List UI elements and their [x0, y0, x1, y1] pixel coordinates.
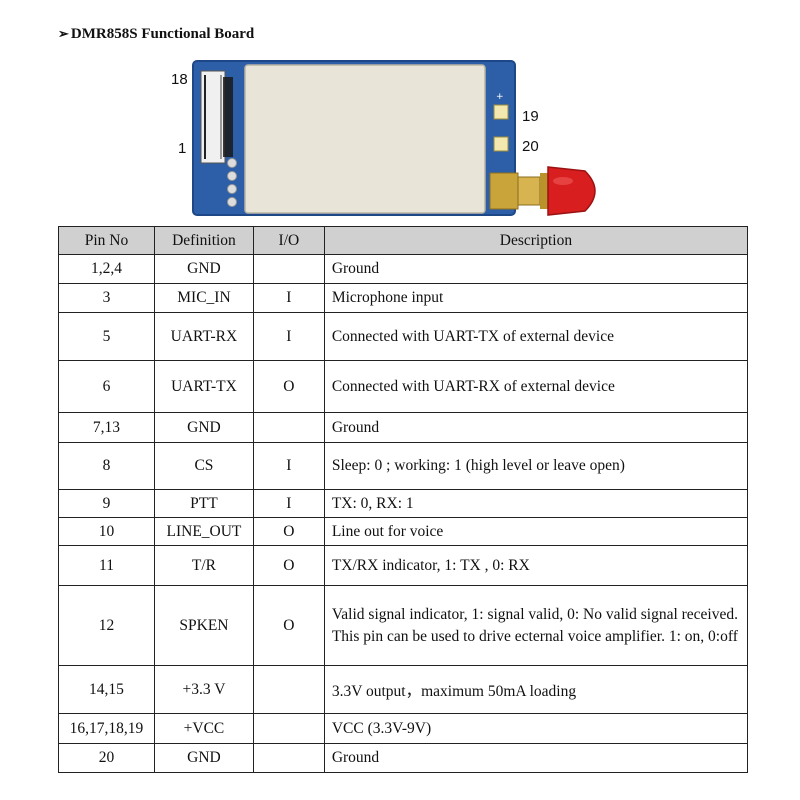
header-pin-no: Pin No	[58, 226, 155, 255]
cell-description: VCC (3.3V-9V)	[323, 713, 749, 744]
cell-definition: +VCC	[153, 713, 254, 744]
table-row: 20 GND Ground	[58, 743, 749, 773]
cell-pin: 11	[58, 545, 155, 586]
board-image: +	[192, 60, 596, 216]
cell-definition: PTT	[153, 489, 254, 518]
cell-pin: 10	[58, 517, 155, 546]
pad-20	[493, 136, 509, 152]
fpc-pins	[204, 75, 222, 159]
cell-pin: 20	[58, 743, 155, 773]
cell-description: Connected with UART-RX of external devic…	[323, 360, 749, 413]
section-heading: ➢DMR858S Functional Board	[58, 26, 254, 43]
cell-io: O	[252, 517, 325, 546]
cell-definition: SPKEN	[153, 585, 254, 666]
pad	[227, 184, 237, 194]
arrow-bullet-icon: ➢	[58, 26, 69, 41]
antenna-cap	[547, 166, 596, 216]
pad	[227, 171, 237, 181]
cell-io: I	[252, 283, 325, 313]
table-row: 12 SPKEN O Valid signal indicator, 1: si…	[58, 585, 749, 666]
pin-label-20: 20	[522, 138, 539, 155]
cell-io: I	[252, 489, 325, 518]
cell-io: O	[252, 585, 325, 666]
table-row: 11 T/R O TX/RX indicator, 1: TX , 0: RX	[58, 545, 749, 586]
cell-description: Ground	[323, 743, 749, 773]
pin-label-1: 1	[178, 140, 187, 157]
cell-io	[252, 665, 325, 714]
cell-io: I	[252, 442, 325, 490]
cell-definition: UART-TX	[153, 360, 254, 413]
pin-label-18: 18	[171, 71, 188, 88]
cell-description: Sleep: 0 ; working: 1 (high level or lea…	[323, 442, 749, 490]
cell-io: I	[252, 312, 325, 361]
cell-description: Valid signal indicator, 1: signal valid,…	[323, 585, 749, 666]
cell-definition: GND	[153, 254, 254, 284]
pin-label-19: 19	[522, 108, 539, 125]
cell-definition: UART-RX	[153, 312, 254, 361]
cell-pin: 9	[58, 489, 155, 518]
cell-definition: GND	[153, 412, 254, 443]
cell-io	[252, 412, 325, 443]
cell-io: O	[252, 545, 325, 586]
cell-io	[252, 743, 325, 773]
table-row: 7,13 GND Ground	[58, 412, 749, 443]
cell-pin: 1,2,4	[58, 254, 155, 284]
heading-text: DMR858S Functional Board	[70, 26, 255, 42]
cell-description: TX/RX indicator, 1: TX , 0: RX	[323, 545, 749, 586]
header-io: I/O	[252, 226, 325, 255]
cell-definition: CS	[153, 442, 254, 490]
pin-definition-table: Pin No Definition I/O Description 1,2,4 …	[58, 226, 749, 773]
pad	[227, 197, 237, 207]
cell-pin: 8	[58, 442, 155, 490]
cell-io	[252, 254, 325, 284]
cell-io	[252, 713, 325, 744]
cell-pin: 3	[58, 283, 155, 313]
table-row: 14,15 +3.3 V 3.3V output，maximum 50mA lo…	[58, 665, 749, 714]
cell-pin: 6	[58, 360, 155, 413]
table-row: 5 UART-RX I Connected with UART-TX of ex…	[58, 312, 749, 361]
cell-description: TX: 0, RX: 1	[323, 489, 749, 518]
table-row: 9 PTT I TX: 0, RX: 1	[58, 489, 749, 518]
cell-io: O	[252, 360, 325, 413]
table-header-row: Pin No Definition I/O Description	[58, 226, 749, 255]
cell-pin: 7,13	[58, 412, 155, 443]
cell-description: Microphone input	[323, 283, 749, 313]
cell-definition: MIC_IN	[153, 283, 254, 313]
cell-definition: +3.3 V	[153, 665, 254, 714]
cell-pin: 16,17,18,19	[58, 713, 155, 744]
table-row: 3 MIC_IN I Microphone input	[58, 283, 749, 313]
shield-can	[244, 64, 486, 214]
header-description: Description	[323, 226, 749, 255]
cell-pin: 5	[58, 312, 155, 361]
table-row: 16,17,18,19 +VCC VCC (3.3V-9V)	[58, 713, 749, 744]
table-row: 6 UART-TX O Connected with UART-RX of ex…	[58, 360, 749, 413]
svg-text:+: +	[496, 92, 504, 102]
cell-description: 3.3V output，maximum 50mA loading	[323, 665, 749, 714]
table-row: 10 LINE_OUT O Line out for voice	[58, 517, 749, 546]
cell-definition: T/R	[153, 545, 254, 586]
cell-description: Ground	[323, 412, 749, 443]
cell-definition: LINE_OUT	[153, 517, 254, 546]
table-row: 8 CS I Sleep: 0 ; working: 1 (high level…	[58, 442, 749, 490]
pad	[227, 158, 237, 168]
cell-description: Connected with UART-TX of external devic…	[323, 312, 749, 361]
sma-base	[489, 172, 519, 210]
pad-19	[493, 104, 509, 120]
cell-description: Line out for voice	[323, 517, 749, 546]
cell-definition: GND	[153, 743, 254, 773]
header-definition: Definition	[153, 226, 254, 255]
cell-pin: 12	[58, 585, 155, 666]
cell-pin: 14,15	[58, 665, 155, 714]
cell-description: Ground	[323, 254, 749, 284]
table-row: 1,2,4 GND Ground	[58, 254, 749, 284]
